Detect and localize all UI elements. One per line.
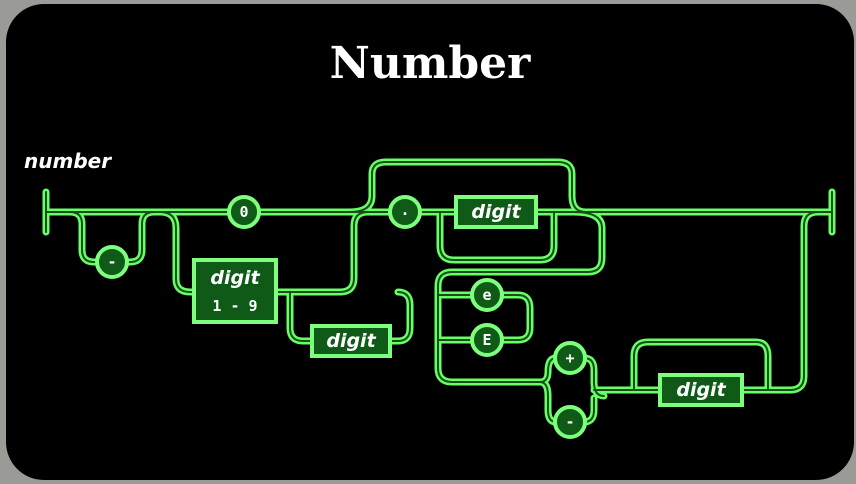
svg-text:digit: digit xyxy=(676,379,726,401)
track-segment-inner xyxy=(271,211,369,293)
track-segment-inner xyxy=(437,211,603,383)
track-segment-inner xyxy=(539,381,557,423)
terminal-minus: - xyxy=(95,245,129,279)
track-segment-inner xyxy=(737,211,819,391)
track-segment-inner xyxy=(583,357,605,397)
svg-text:0: 0 xyxy=(239,203,248,221)
diagram-title: Number xyxy=(330,38,532,89)
nonterminal-digit-1-9: digit 1 - 9 xyxy=(192,258,278,324)
svg-text:+: + xyxy=(565,349,574,367)
track-segment-inner xyxy=(501,294,531,341)
terminal-plus: + xyxy=(553,341,587,375)
svg-text:digit: digit xyxy=(210,267,260,289)
svg-text:-: - xyxy=(107,253,116,271)
rule-name-label: number xyxy=(24,149,112,173)
nonterminal-digit-exponent: digit xyxy=(658,373,744,407)
svg-text:digit: digit xyxy=(471,201,521,223)
svg-text:1 - 9: 1 - 9 xyxy=(212,297,257,315)
slide-background xyxy=(6,4,854,480)
svg-text:-: - xyxy=(565,413,574,431)
nonterminal-digit-integer: digit xyxy=(310,324,392,358)
terminal-zero: 0 xyxy=(227,195,261,229)
svg-text:e: e xyxy=(482,286,491,304)
terminal-minus-exponent: - xyxy=(553,405,587,439)
track-segment-inner xyxy=(159,211,199,293)
terminal-e-lower: e xyxy=(470,278,504,312)
track-segment-inner xyxy=(633,341,769,391)
svg-text:.: . xyxy=(400,201,409,219)
terminal-dot: . xyxy=(388,195,422,229)
svg-text:digit: digit xyxy=(326,330,376,352)
track-segment-inner xyxy=(439,211,555,261)
terminal-e-upper: E xyxy=(470,323,504,357)
track-segment-inner xyxy=(289,291,317,342)
track-segment-inner xyxy=(539,357,557,383)
track-segment-inner xyxy=(385,291,411,342)
track-segment-inner xyxy=(349,161,587,213)
svg-text:E: E xyxy=(482,331,491,349)
nonterminal-digit-fraction: digit xyxy=(454,195,538,229)
